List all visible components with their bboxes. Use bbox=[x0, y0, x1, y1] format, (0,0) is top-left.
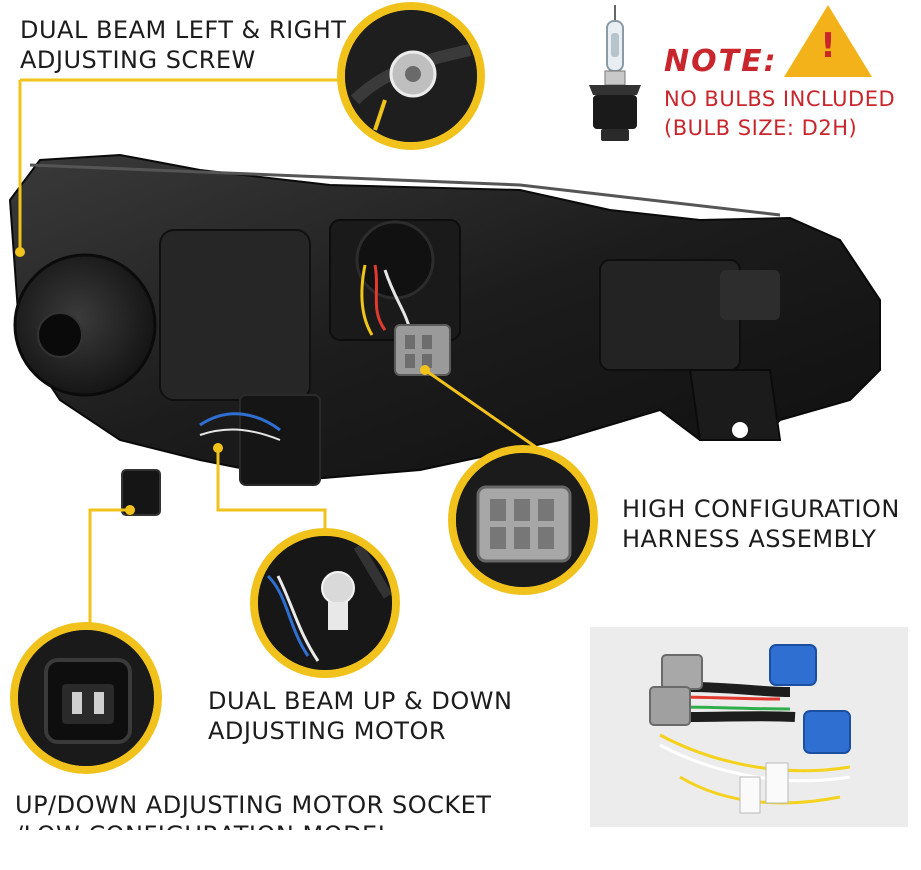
note-line2: (BULB SIZE: D2H) bbox=[664, 116, 858, 140]
screw-callout-circle bbox=[337, 2, 485, 150]
warning-triangle-icon bbox=[784, 5, 872, 77]
motor-callout-circle bbox=[250, 528, 400, 678]
harness-callout-circle bbox=[448, 445, 598, 595]
note-line1: NO BULBS INCLUDED bbox=[664, 87, 896, 111]
socket-label-line1: UP/DOWN ADJUSTING MOTOR SOCKET bbox=[15, 791, 492, 819]
socket-callout-circle bbox=[10, 622, 162, 774]
harness-label-line2: HARNESS ASSEMBLY bbox=[622, 525, 877, 553]
warning-mark: ! bbox=[820, 26, 836, 66]
harness-label-line1: HIGH CONFIGURATION bbox=[622, 495, 900, 523]
headlight-housing bbox=[8, 153, 881, 516]
note-title: NOTE: bbox=[664, 44, 778, 79]
hid-bulb-icon bbox=[589, 5, 641, 141]
motor-label-line2: ADJUSTING MOTOR bbox=[208, 717, 447, 745]
harness-inset-photo bbox=[590, 627, 908, 827]
screw-label-line2: ADJUSTING SCREW bbox=[20, 46, 256, 74]
screw-label-line1: DUAL BEAM LEFT & RIGHT bbox=[20, 16, 347, 44]
socket-label-clip: /LOW CONFIGURATION MODEL bbox=[0, 818, 921, 830]
socket-label-line2: /LOW CONFIGURATION MODEL bbox=[15, 820, 392, 830]
motor-label-line1: DUAL BEAM UP & DOWN bbox=[208, 687, 513, 715]
